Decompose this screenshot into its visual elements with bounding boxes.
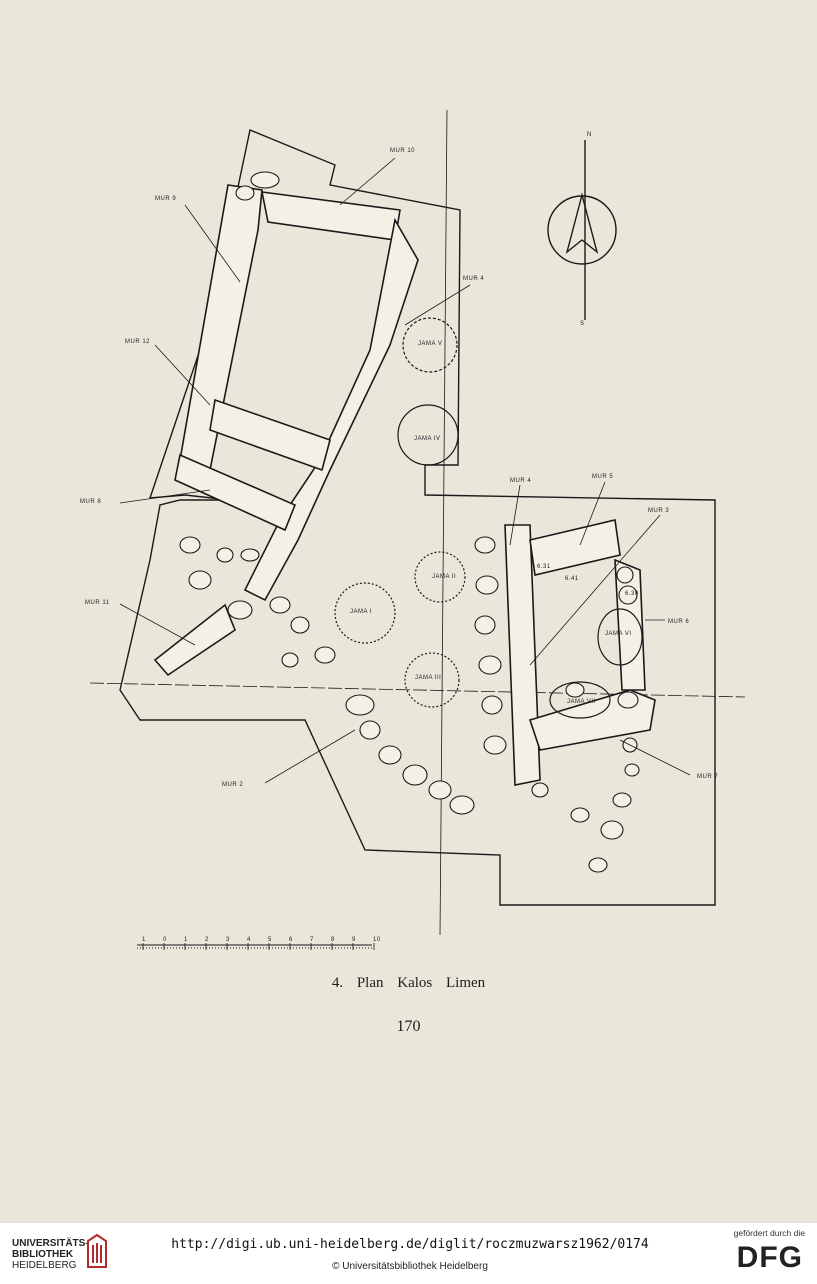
grid-line-vertical [439, 109, 448, 936]
label-mur-9: MUR 9 [155, 196, 176, 202]
pit-jama-i [334, 582, 396, 644]
label-mur-8: MUR 8 [80, 499, 101, 505]
wall-mur-11 [153, 603, 236, 677]
scale-bar [137, 944, 372, 949]
wall-mur-8 [174, 453, 297, 532]
scale-tick-label: 7 [310, 937, 314, 943]
label-mur-11: MUR 11 [85, 600, 110, 606]
label-mur-2: MUR 2 [222, 782, 243, 788]
library-line-2: BIBLIOTHEK [12, 1249, 74, 1260]
label-south: S [580, 321, 585, 327]
scale-tick-label: 1 [142, 937, 146, 943]
wall-mur-12 [209, 398, 331, 472]
label-jama-iii: JAMA III [415, 675, 441, 681]
pit-jama-ii [414, 551, 466, 603]
scale-tick-label: 4 [247, 937, 251, 943]
pit-jama-vi [597, 608, 643, 666]
copyright-text: © Universitätsbibliothek Heidelberg [332, 1261, 488, 1272]
label-jama-iv: JAMA IV [414, 436, 441, 442]
pit-jama-iii [404, 652, 460, 708]
scale-tick-label: 0 [163, 937, 167, 943]
grid-line-horizontal [89, 682, 746, 698]
label-depth-2: 6.41 [565, 576, 579, 582]
page-number: 170 [396, 1018, 421, 1035]
excavation-boundary [119, 129, 716, 906]
scale-tick-label: 3 [226, 937, 230, 943]
wall-mur-5 [529, 519, 621, 576]
wall-mur-10 [260, 191, 401, 241]
pit-jama-iv [397, 404, 459, 466]
label-mur-10: MUR 10 [390, 148, 415, 154]
label-jama-ii: JAMA II [432, 574, 456, 580]
funding-note: gefördert durch die [733, 1228, 805, 1238]
label-mur-12: MUR 12 [125, 339, 150, 345]
permalink-url[interactable]: http://digi.ub.uni-heidelberg.de/diglit/… [171, 1237, 649, 1252]
figure-caption: 4. Plan Kalos Limen [331, 975, 486, 991]
scale-tick-label: 9 [352, 937, 356, 943]
label-mur-5: MUR 5 [592, 474, 613, 480]
scale-tick-label: 5 [268, 937, 272, 943]
site-plan: MUR 10 MUR 9 MUR 4 MUR 12 MUR 8 MUR 11 M… [80, 109, 746, 950]
label-jama-v: JAMA V [418, 341, 442, 347]
label-depth-1: 6.31 [537, 564, 551, 570]
label-mur-3: MUR 3 [648, 508, 669, 514]
scale-tick-label: 6 [289, 937, 293, 943]
library-line-1: UNIVERSITÄTS- [12, 1238, 89, 1249]
north-arrow [547, 140, 617, 320]
label-mur-4-lower: MUR 4 [510, 478, 531, 484]
pit-jama-vii [549, 681, 611, 719]
label-jama-vi: JAMA VI [605, 631, 632, 637]
label-mur-6: MUR 6 [668, 619, 689, 625]
scale-tick-label: 2 [205, 937, 209, 943]
label-depth-3: 6.30 [625, 591, 639, 597]
scale-tick-label: 1 [184, 937, 188, 943]
label-mur-4-upper: MUR 4 [463, 276, 484, 282]
label-north: N [587, 132, 592, 138]
pit-jama-v [402, 317, 458, 373]
dfg-logo[interactable]: DFG [736, 1241, 803, 1274]
label-jama-vii: JAMA VII [567, 699, 596, 705]
scale-tick-label: 8 [331, 937, 335, 943]
label-mur-7: MUR 7 [697, 774, 718, 780]
footer-bar: UNIVERSITÄTS- BIBLIOTHEK HEIDELBERG http… [0, 1222, 817, 1284]
library-line-3: HEIDELBERG [12, 1260, 77, 1271]
scale-tick-label: 10 [373, 937, 381, 943]
library-name[interactable]: UNIVERSITÄTS- BIBLIOTHEK HEIDELBERG [12, 1238, 89, 1271]
label-jama-i: JAMA I [350, 609, 372, 615]
wall-mur-4-upper [243, 217, 419, 602]
library-logo-icon [87, 1233, 107, 1268]
scanned-page: MUR 10 MUR 9 MUR 4 MUR 12 MUR 8 MUR 11 M… [80, 109, 746, 1035]
